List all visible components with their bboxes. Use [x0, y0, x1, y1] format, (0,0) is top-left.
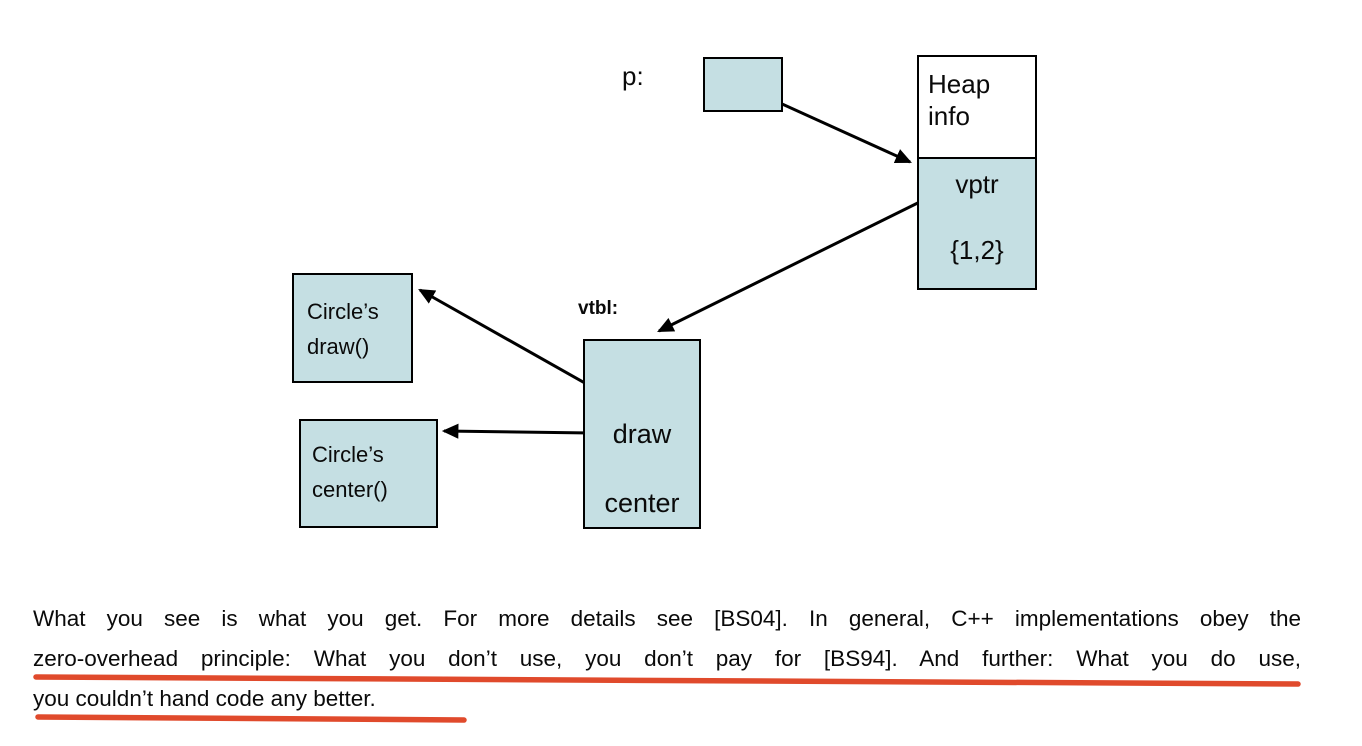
- paragraph-line-1: What you see is what you get. For more d…: [33, 606, 1301, 631]
- body-paragraph: What you see is what you get. For more d…: [33, 599, 1301, 719]
- arrow-vtbl-to-circles-center: [441, 423, 592, 439]
- circles-center-line-1: Circle’s: [312, 442, 384, 467]
- vptr-cell: vptr: [955, 169, 999, 199]
- object-cells-section: vptr {1,2}: [919, 157, 1035, 288]
- arrow-vtbl-to-circles-draw: [418, 288, 600, 393]
- arrow-vptr-to-vtbl: [657, 186, 949, 333]
- heap-info-line-1: Heap: [928, 69, 991, 99]
- vtbl-slot-draw: draw: [612, 419, 672, 449]
- object-value-cell: {1,2}: [950, 235, 1004, 265]
- circles-draw-line-2: draw(): [307, 334, 370, 359]
- paragraph-line-3: you couldn’t hand code any better.: [33, 686, 376, 711]
- circles-center-box: Circle’s center(): [299, 419, 438, 528]
- circles-center-line-2: center(): [312, 477, 388, 502]
- pointer-p-label: p:: [622, 61, 644, 91]
- heap-info-line-2: info: [928, 101, 970, 131]
- heap-object-box: Heap info vptr {1,2}: [917, 55, 1037, 290]
- circles-draw-box: Circle’s draw(): [292, 273, 413, 383]
- circles-draw-line-1: Circle’s: [307, 299, 379, 324]
- vtbl-label: vtbl:: [578, 298, 619, 319]
- pointer-cell-box: [703, 57, 783, 112]
- paragraph-line-2: zero-overhead principle: What you don’t …: [33, 646, 1301, 671]
- heap-info-section: Heap info: [919, 57, 1035, 157]
- vtbl-box: draw center: [583, 339, 701, 529]
- vtbl-slot-center: center: [604, 488, 680, 518]
